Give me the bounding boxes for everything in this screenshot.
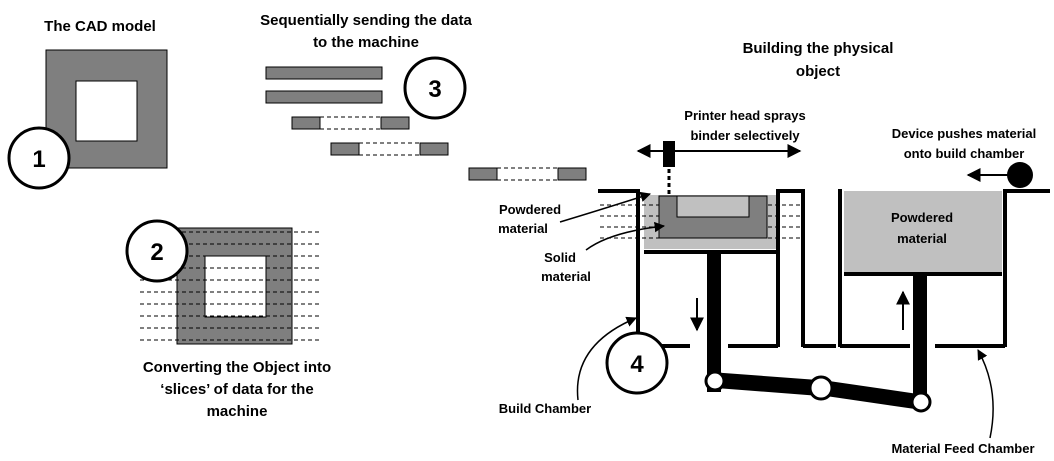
step-2-badge: 2 xyxy=(125,219,189,283)
powdered-material-label-line1: Powdered xyxy=(499,202,561,217)
cad-model-label: The CAD model xyxy=(44,18,156,35)
converting-label-line3: machine xyxy=(207,403,268,420)
powdered-material-label-line2: material xyxy=(498,221,548,236)
converting-label-line1: Converting the Object into xyxy=(143,359,331,376)
svg-text:1: 1 xyxy=(32,146,45,173)
step-3-badge: 3 xyxy=(403,56,467,120)
printer-head xyxy=(663,141,675,167)
sending-label-line2: to the machine xyxy=(313,34,419,51)
build-chamber-callout-line xyxy=(576,316,637,401)
solid-part xyxy=(658,195,768,239)
build-chamber-label: Build Chamber xyxy=(499,401,591,416)
building-label-line1: Building the physical xyxy=(743,40,894,57)
svg-text:4: 4 xyxy=(630,351,644,378)
data-slices-stream xyxy=(265,66,587,181)
feed-powder-label-line2: material xyxy=(897,231,947,246)
roller-device xyxy=(1007,162,1033,188)
printer-head-label-line2: binder selectively xyxy=(690,128,800,143)
converting-label-line2: ‘slices’ of data for the xyxy=(160,381,313,398)
svg-text:3: 3 xyxy=(428,76,441,103)
device-label-line2: onto build chamber xyxy=(904,146,1025,161)
feed-chamber-walls xyxy=(838,189,1050,348)
solid-material-label-line2: material xyxy=(541,269,591,284)
feed-chamber-callout-line xyxy=(977,349,994,439)
solid-material-label-line1: Solid xyxy=(544,250,576,265)
solid-callout-line xyxy=(585,221,666,251)
sliced-model xyxy=(140,227,322,345)
feed-chamber-powder xyxy=(844,191,1002,273)
build-chamber-walls xyxy=(598,189,836,348)
step-4-badge: 4 xyxy=(605,331,669,395)
piston-linkage xyxy=(704,252,932,413)
building-label-line2: object xyxy=(796,63,840,80)
powdered-callout-line xyxy=(559,191,652,223)
svg-text:2: 2 xyxy=(150,239,163,266)
step-1-badge: 1 xyxy=(7,126,71,190)
device-label-line1: Device pushes material xyxy=(892,126,1037,141)
feed-chamber-label: Material Feed Chamber xyxy=(891,441,1034,456)
printer-head-label-line1: Printer head sprays xyxy=(684,108,805,123)
feed-powder-label-line1: Powdered xyxy=(891,210,953,225)
sending-label-line1: Sequentially sending the data xyxy=(260,12,472,29)
